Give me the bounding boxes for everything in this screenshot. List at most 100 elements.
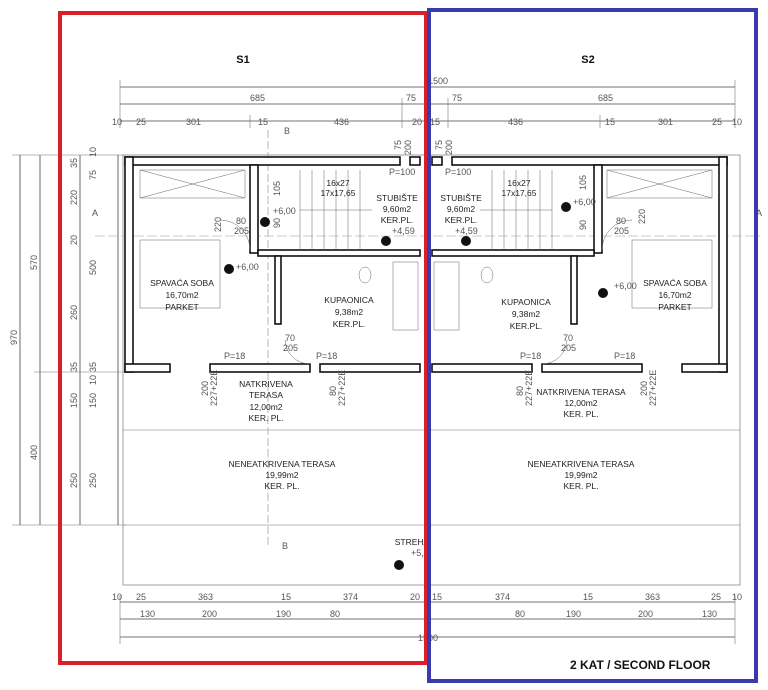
room-area: 19,99m2 xyxy=(564,470,597,480)
left-dimensions: 970 570 400 35 220 20 260 35 150 250 10 … xyxy=(9,147,126,526)
dim-text: 970 xyxy=(9,330,19,345)
room-name: SPAVAĆA SOBA xyxy=(643,278,707,288)
dim-text: 150 xyxy=(69,393,79,408)
dim-text: 10 xyxy=(732,117,742,127)
room-name: KUPAONICA xyxy=(501,297,551,307)
room-floor: PARKET xyxy=(165,302,198,312)
door-label: 70 xyxy=(285,333,295,343)
room-name: NATKRIVENA xyxy=(239,379,293,389)
door-label: P=18 xyxy=(614,351,635,361)
dim-text: 220 xyxy=(213,217,223,232)
floor-title: 2 KAT / SECOND FLOOR xyxy=(570,658,711,672)
level-marker-icon xyxy=(381,236,391,246)
opening-labels: 80 205 80 205 70 205 70 205 P=18 P=18 P=… xyxy=(200,140,658,406)
unit-label-s1: S1 xyxy=(236,54,249,66)
dim-text: 220 xyxy=(637,209,647,224)
level-marker-icon xyxy=(598,288,608,298)
room-area: 9,38m2 xyxy=(512,309,541,319)
room-floor: KER.PL. xyxy=(333,319,366,329)
dim-text: 190 xyxy=(276,609,291,619)
room-area: 16,70m2 xyxy=(658,290,691,300)
room-name: NENEATKRIVENA TERASA xyxy=(229,459,336,469)
door-label: 205 xyxy=(561,343,576,353)
dim-text: 130 xyxy=(702,609,717,619)
dim-text: 15 xyxy=(258,117,268,127)
dim-text: 570 xyxy=(29,255,39,270)
dim-text: 25 xyxy=(711,592,721,602)
window-label: 200 xyxy=(444,140,454,155)
dim-text: 75 xyxy=(452,93,462,103)
window-label: 200 xyxy=(639,381,649,396)
level-marker-icon xyxy=(260,217,270,227)
dim-text: 80 xyxy=(330,609,340,619)
stair-spec: 16x27 xyxy=(326,178,349,188)
dim-text: 10 xyxy=(88,375,98,385)
window-label: P=100 xyxy=(389,167,415,177)
door-label: P=18 xyxy=(224,351,245,361)
level-text: +5, xyxy=(411,548,424,558)
room-floor: PARKET xyxy=(658,302,691,312)
dim-text: 90 xyxy=(272,218,282,228)
room-name: STUBIŠTE xyxy=(440,193,482,203)
window-label: 227+22E xyxy=(648,370,658,406)
level-text: +4,59 xyxy=(392,226,415,236)
level-markers: +6,00 +6,00 +4,59 +4,59 +6,00 +6,00 +5, xyxy=(224,197,637,570)
window-label: 200 xyxy=(200,381,210,396)
level-marker-icon xyxy=(561,202,571,212)
dim-text: 25 xyxy=(136,117,146,127)
door-label: 205 xyxy=(614,226,629,236)
level-marker-icon xyxy=(394,560,404,570)
door-label: 80 xyxy=(236,216,246,226)
stair-spec: 16x27 xyxy=(507,178,530,188)
window-label: 227+22E xyxy=(209,370,219,406)
room-floor: KER. PL. xyxy=(265,481,300,491)
level-text: +6,00 xyxy=(614,281,637,291)
door-label: 205 xyxy=(234,226,249,236)
level-text: +4,59 xyxy=(455,226,478,236)
dim-text: 15 xyxy=(281,592,291,602)
door-label: 80 xyxy=(616,216,626,226)
window-label: 80 xyxy=(328,386,338,396)
dim-text: 685 xyxy=(598,93,613,103)
window-label: 75 xyxy=(393,140,403,150)
dim-text: 10 xyxy=(112,592,122,602)
window-label: 227+22E xyxy=(524,370,534,406)
window-label: P=100 xyxy=(445,167,471,177)
dim-text: 35 xyxy=(69,158,79,168)
dim-text: 301 xyxy=(186,117,201,127)
dim-text: 400 xyxy=(29,445,39,460)
room-area: 9,60m2 xyxy=(383,204,412,214)
dim-text: 363 xyxy=(645,592,660,602)
unit-walls xyxy=(124,156,421,373)
dim-text: 20 xyxy=(69,235,79,245)
window-label: 75 xyxy=(434,140,444,150)
dim-text: 35 xyxy=(88,362,98,372)
room-area: 9,38m2 xyxy=(335,307,364,317)
room-floor: KER.PL. xyxy=(445,215,478,225)
dim-text: 10 xyxy=(732,592,742,602)
room-floor: KER. PL. xyxy=(564,481,599,491)
dim-text: 105 xyxy=(578,175,588,190)
dim-text: 250 xyxy=(88,473,98,488)
level-text: +6,00 xyxy=(236,262,259,272)
dim-text: 500 xyxy=(88,260,98,275)
window-label: 80 xyxy=(515,386,525,396)
dim-text: 15 xyxy=(583,592,593,602)
dim-text: 220 xyxy=(69,190,79,205)
room-area: 9,60m2 xyxy=(447,204,476,214)
window-label: 227+22E xyxy=(337,370,347,406)
dim-text: 15 xyxy=(430,117,440,127)
level-marker-icon xyxy=(461,236,471,246)
section-mark-a: A xyxy=(756,208,762,218)
room-name: NENEATKRIVENA TERASA xyxy=(528,459,635,469)
dim-text: 260 xyxy=(69,305,79,320)
door-label: P=18 xyxy=(316,351,337,361)
dim-text: 90 xyxy=(578,220,588,230)
dim-text: 374 xyxy=(495,592,510,602)
dim-text: 15 xyxy=(432,592,442,602)
room-name: SPAVAĆA SOBA xyxy=(150,278,214,288)
dim-text: 25 xyxy=(712,117,722,127)
room-name: NATKRIVENA TERASA xyxy=(536,387,626,397)
door-label: P=18 xyxy=(520,351,541,361)
